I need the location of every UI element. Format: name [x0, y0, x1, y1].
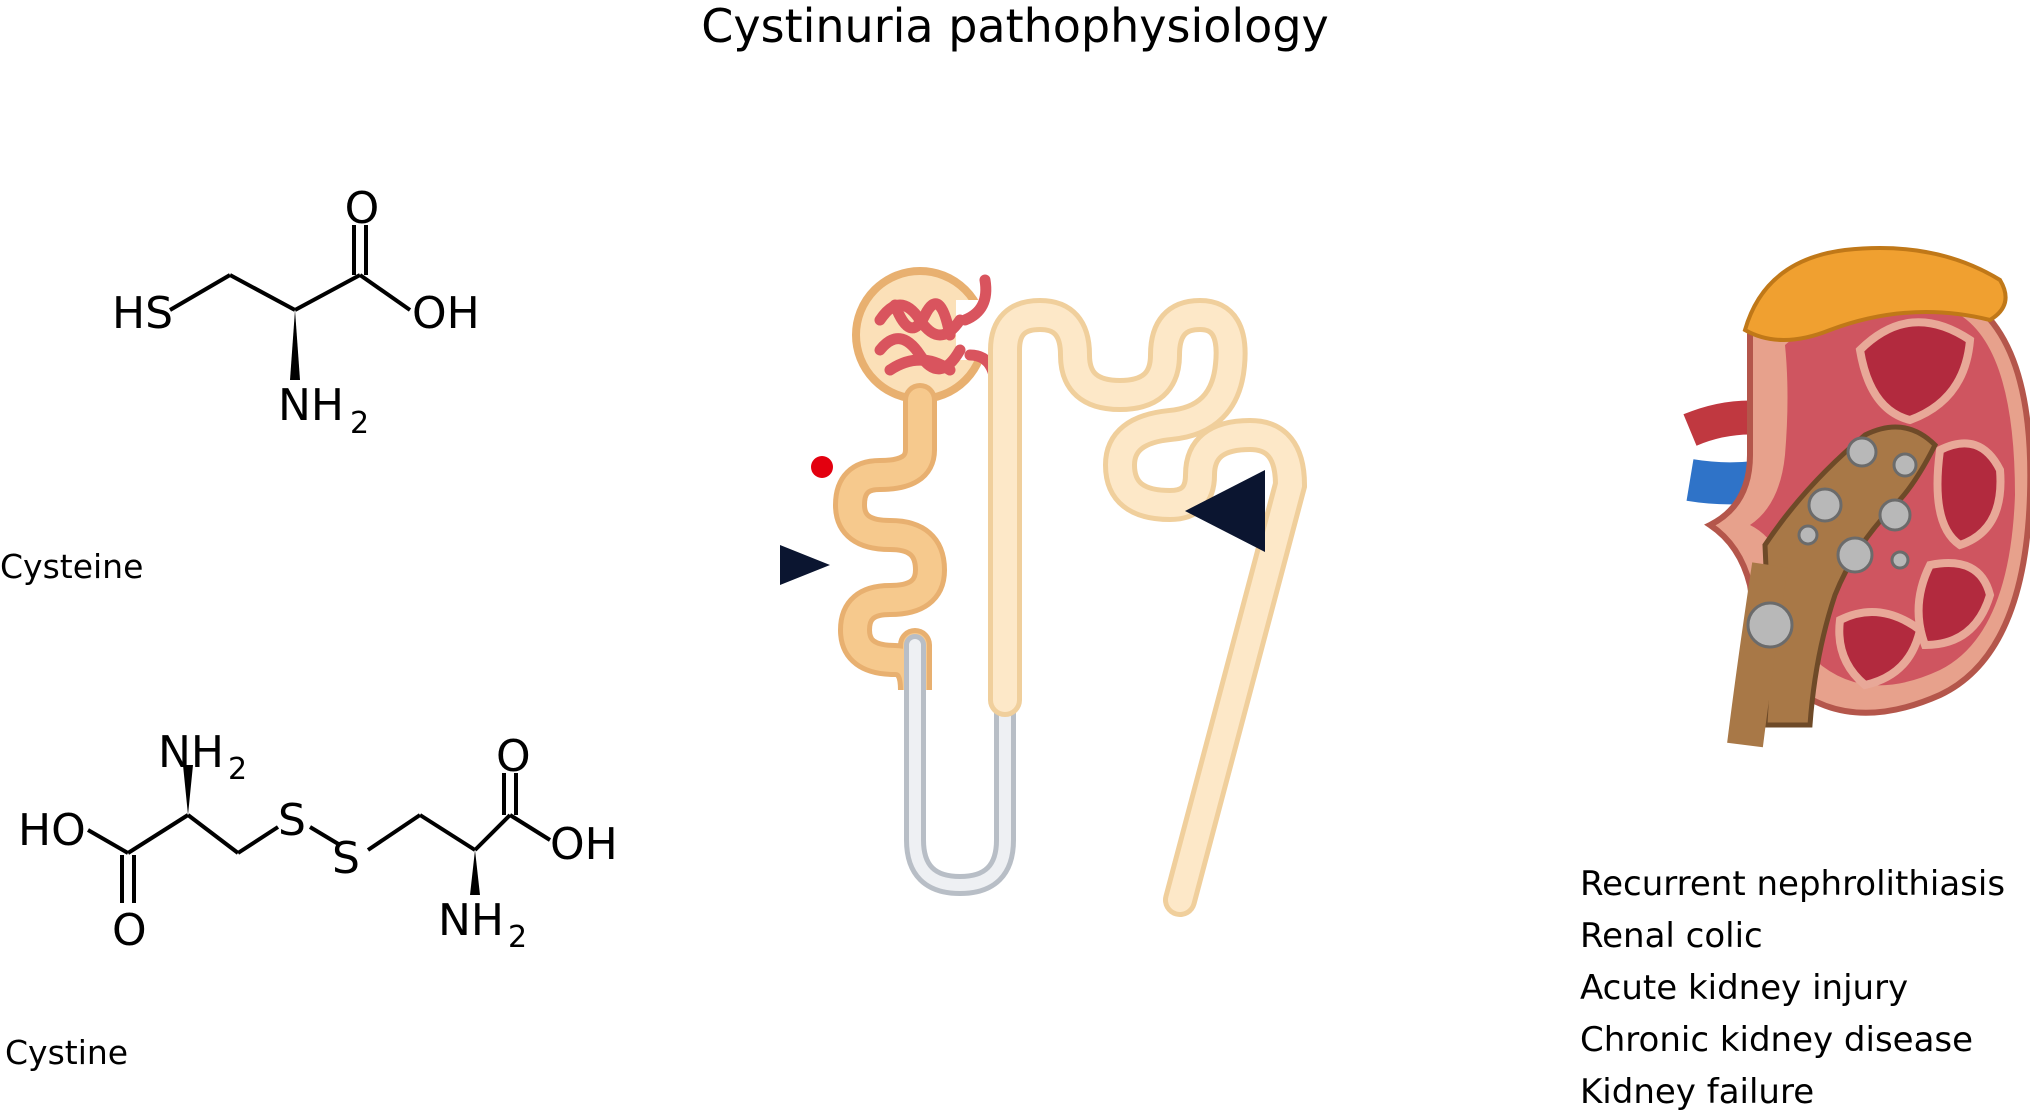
atom-s1: S	[278, 795, 306, 846]
red-marker-dot	[811, 456, 833, 478]
atom-oh: OH	[412, 288, 480, 339]
atom-o-left: O	[112, 905, 147, 956]
atom-subscript: 2	[350, 406, 369, 441]
atom-ho: HO	[18, 805, 86, 856]
outcome-item: Chronic kidney disease	[1580, 1020, 1974, 1060]
atom-nh-right: NH	[438, 895, 504, 946]
atom-o: O	[345, 183, 380, 234]
arrow-small	[780, 545, 830, 585]
atom-s2: S	[332, 833, 360, 884]
arrow-large	[1185, 470, 1265, 552]
outcome-item: Renal colic	[1580, 916, 1763, 956]
cysteine-label: Cysteine	[0, 547, 144, 586]
kidney-illustration	[1683, 246, 2030, 748]
outcome-item: Recurrent nephrolithiasis	[1580, 864, 2006, 904]
clinical-outcomes-list: Recurrent nephrolithiasis Renal colic Ac…	[1580, 858, 2005, 1118]
cystine-label: Cystine	[5, 1033, 129, 1072]
medullary-pyramids	[1835, 318, 2005, 690]
atom-nh-left: NH	[158, 727, 224, 778]
ureter	[1727, 562, 1788, 748]
atom-hs: HS	[112, 288, 173, 339]
outcome-item: Kidney failure	[1580, 1072, 1815, 1112]
nephron-illustration	[780, 267, 1308, 917]
atom-subscript-left: 2	[228, 752, 247, 787]
atom-oh-right: OH	[550, 819, 618, 870]
atom-o-right: O	[496, 731, 531, 782]
atom-nh: NH	[278, 380, 344, 431]
atom-subscript-right: 2	[508, 920, 527, 955]
cystine-structure: NH 2 HO O S S O OH NH 2	[18, 727, 618, 956]
cysteine-structure: O HS OH NH 2	[112, 183, 480, 441]
kidney-stones	[1746, 436, 1918, 649]
diagram-title: Cystinuria pathophysiology	[701, 0, 1329, 53]
adrenal-gland	[1742, 246, 2008, 342]
outcome-item: Acute kidney injury	[1580, 968, 1909, 1008]
